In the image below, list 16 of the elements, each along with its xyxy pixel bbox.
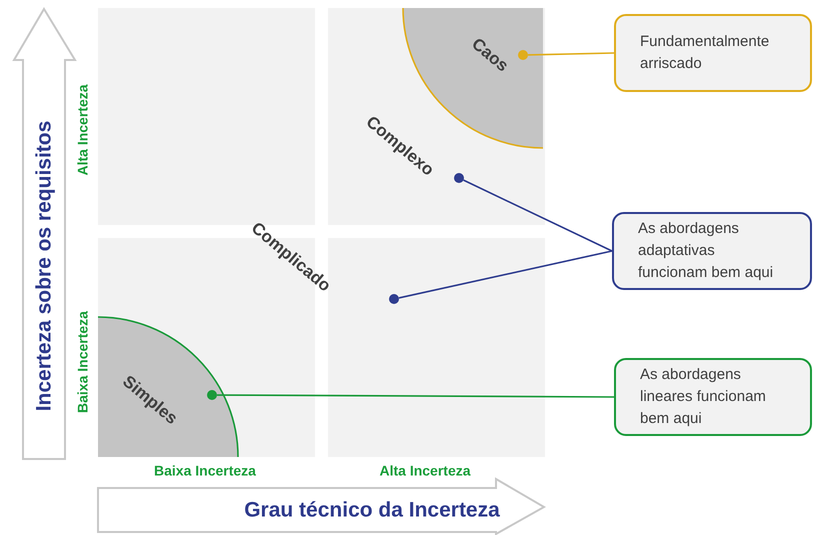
callout-text: As abordagens adaptativas funcionam bem aqui — [638, 219, 774, 283]
axis-title: Grau técnico da Incerteza — [244, 497, 500, 524]
callout-box — [614, 358, 812, 436]
leader-line — [463, 179, 612, 252]
axis-label: Baixa Incerteza — [154, 462, 256, 480]
callout-box — [612, 212, 812, 290]
leader-line — [398, 250, 612, 299]
leader-line — [217, 394, 614, 398]
callout-box — [614, 14, 812, 92]
axis-title: Incerteza sobre os requisitos — [31, 120, 56, 412]
leader-line — [528, 52, 614, 56]
axis-label: Alta Incerteza — [379, 462, 471, 480]
callout-text: Fundamentalmente arriscado — [640, 32, 770, 74]
callout-text: As abordagens lineares funcionam bem aqui — [640, 365, 767, 429]
axis-label: Alta Incerteza — [74, 84, 92, 176]
axis-label: Baixa Incerteza — [74, 311, 92, 413]
